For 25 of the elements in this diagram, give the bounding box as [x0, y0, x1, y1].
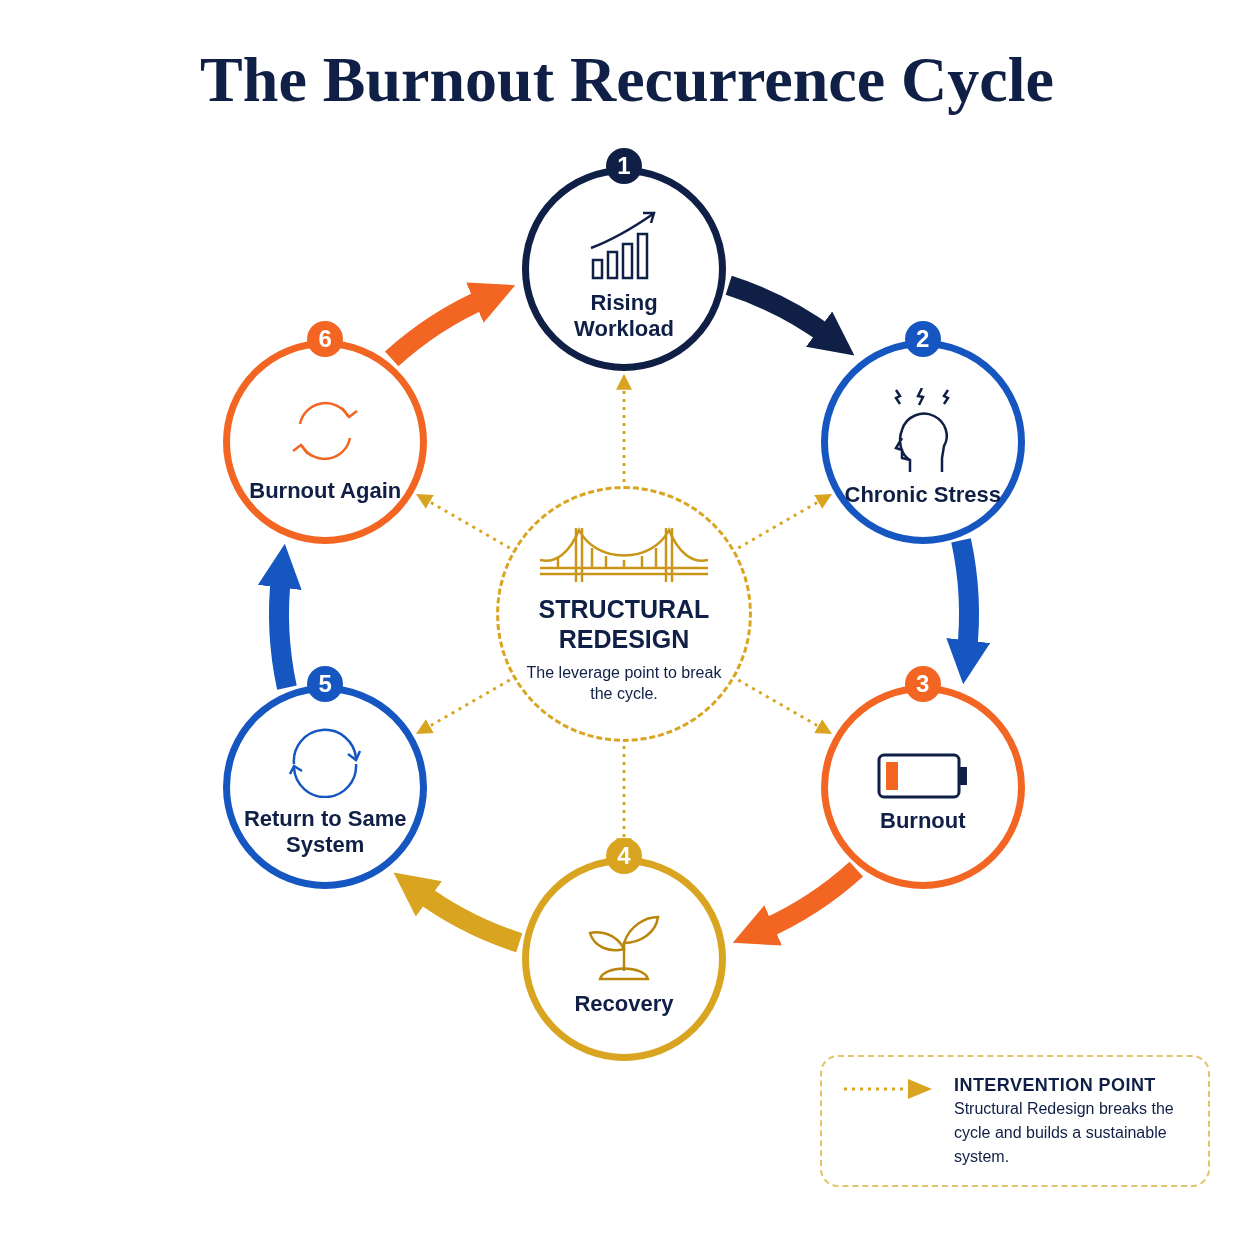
step-number: 2: [904, 320, 941, 357]
arrow: [392, 873, 523, 953]
arrow: [737, 493, 832, 550]
stage-label: Burnout Again: [248, 477, 403, 504]
stage-label: Burnout: [879, 807, 967, 834]
arrow: [733, 861, 863, 945]
stage-label: Rising Workload: [573, 290, 675, 342]
stage-label: Chronic Stress: [843, 481, 1002, 508]
arrow: [385, 283, 515, 367]
stage-label: Return to Same System: [242, 805, 408, 858]
step-number: 1: [606, 148, 642, 184]
step-number: 6: [307, 320, 344, 357]
step-number: 3: [904, 665, 941, 702]
step-number: 4: [606, 838, 642, 874]
legend-title: INTERVENTION POINT: [954, 1074, 1157, 1097]
arrow: [737, 678, 832, 735]
arrow: [616, 373, 632, 482]
arrow: [416, 678, 511, 735]
center-description: The leverage point to break the cycle.: [525, 663, 723, 704]
arrow: [725, 275, 856, 355]
legend-description: Structural Redesign breaks the cycle and builds a sustainable system.: [954, 1099, 1175, 1167]
step-number: 5: [307, 665, 344, 702]
center-heading: STRUCTURAL REDESIGN: [537, 594, 711, 654]
stage-label: Recovery: [573, 991, 675, 1017]
arrow: [416, 493, 511, 550]
